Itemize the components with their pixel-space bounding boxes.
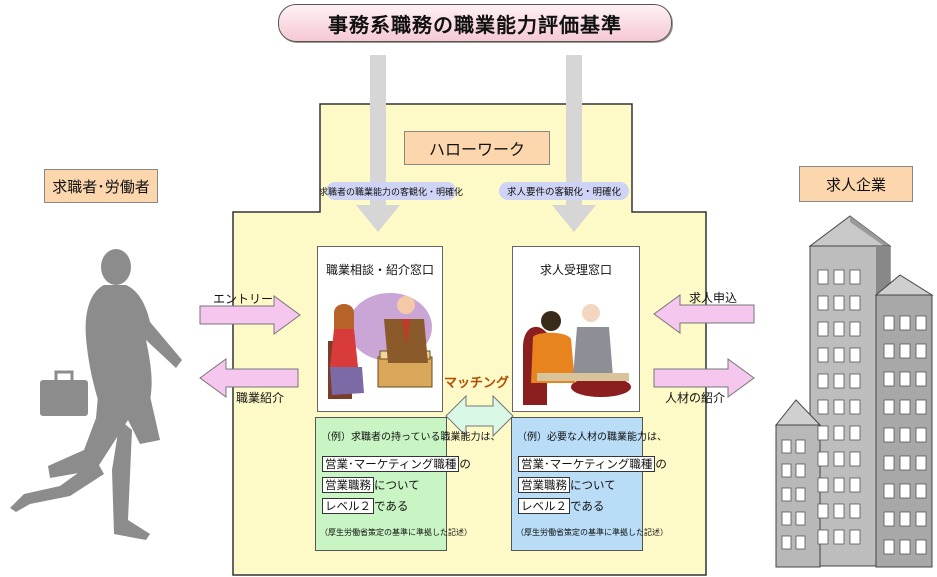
hellowork-label: ハローワーク [404, 131, 550, 165]
company-label: 求人企業 [799, 166, 913, 202]
referral-label: 職業紹介 [236, 391, 285, 405]
seeker-ability-note: （例）求職者の持っている職業能力は、 営業･マーケティング職種の 営業職務につい… [315, 417, 501, 551]
seeker-duty-box: 営業職務 [322, 477, 374, 493]
required-occupation-box: 営業･マーケティング職種 [518, 456, 656, 472]
job-offer-window-card: 求人受理窓口 [512, 246, 640, 412]
consultation-illustration [328, 293, 433, 399]
seeker-note-foot: （厚生労働省策定の基準に準拠した記述） [320, 528, 472, 537]
required-ability-note: （例）必要な人材の職業能力は、 営業･マーケティング職種の 営業職務について レ… [511, 417, 668, 551]
required-duty-box: 営業職務 [518, 477, 570, 493]
job-offer-arrow [653, 294, 755, 334]
job-seeker-silhouette [10, 249, 182, 540]
page-title: 事務系職務の職業能力評価基準 [278, 4, 672, 42]
company-buildings [774, 215, 934, 568]
seeker-level-suffix: である [374, 499, 409, 513]
job-offer-window-title: 求人受理窓口 [539, 263, 612, 277]
consultation-window-card: 職業相談・紹介窓口 [317, 246, 443, 412]
job-offer-label: 求人申込 [689, 291, 738, 305]
matching-arrow [445, 394, 514, 438]
entry-arrow [199, 295, 301, 335]
seeker-occupation-box: 営業･マーケティング職種 [322, 456, 460, 472]
tag-requirement-clarify: 求人要件の客観化・明確化 [499, 182, 629, 200]
seeker-note-head: （例）求職者の持っている職業能力は、 [321, 432, 501, 443]
entry-label: エントリー [213, 292, 274, 306]
required-note-head: （例）必要な人材の職業能力は、 [517, 432, 667, 443]
talent-referral-arrow [653, 358, 755, 398]
required-duty-suffix: について [570, 478, 616, 492]
talent-referral-label: 人材の紹介 [665, 391, 726, 405]
job-seeker-label: 求職者･労働者 [44, 169, 158, 203]
seeker-duty-suffix: について [374, 478, 420, 492]
required-level-box: レベル２ [518, 498, 570, 514]
required-occupation-suffix: の [655, 457, 667, 471]
required-note-foot: （厚生労働省策定の基準に準拠した記述） [516, 528, 668, 537]
seeker-occupation-suffix: の [459, 457, 471, 471]
matching-label: マッチング [444, 376, 510, 391]
seeker-level-box: レベル２ [322, 498, 374, 514]
referral-arrow [199, 358, 299, 398]
required-level-suffix: である [570, 499, 605, 513]
down-arrow-left [356, 55, 400, 232]
consultation-window-title: 職業相談・紹介窓口 [325, 263, 434, 277]
job-offer-illustration [523, 304, 631, 405]
tag-seeker-clarify: 求職者の職業能力の客観化・明確化 [319, 182, 463, 200]
down-arrow-right [552, 55, 596, 232]
